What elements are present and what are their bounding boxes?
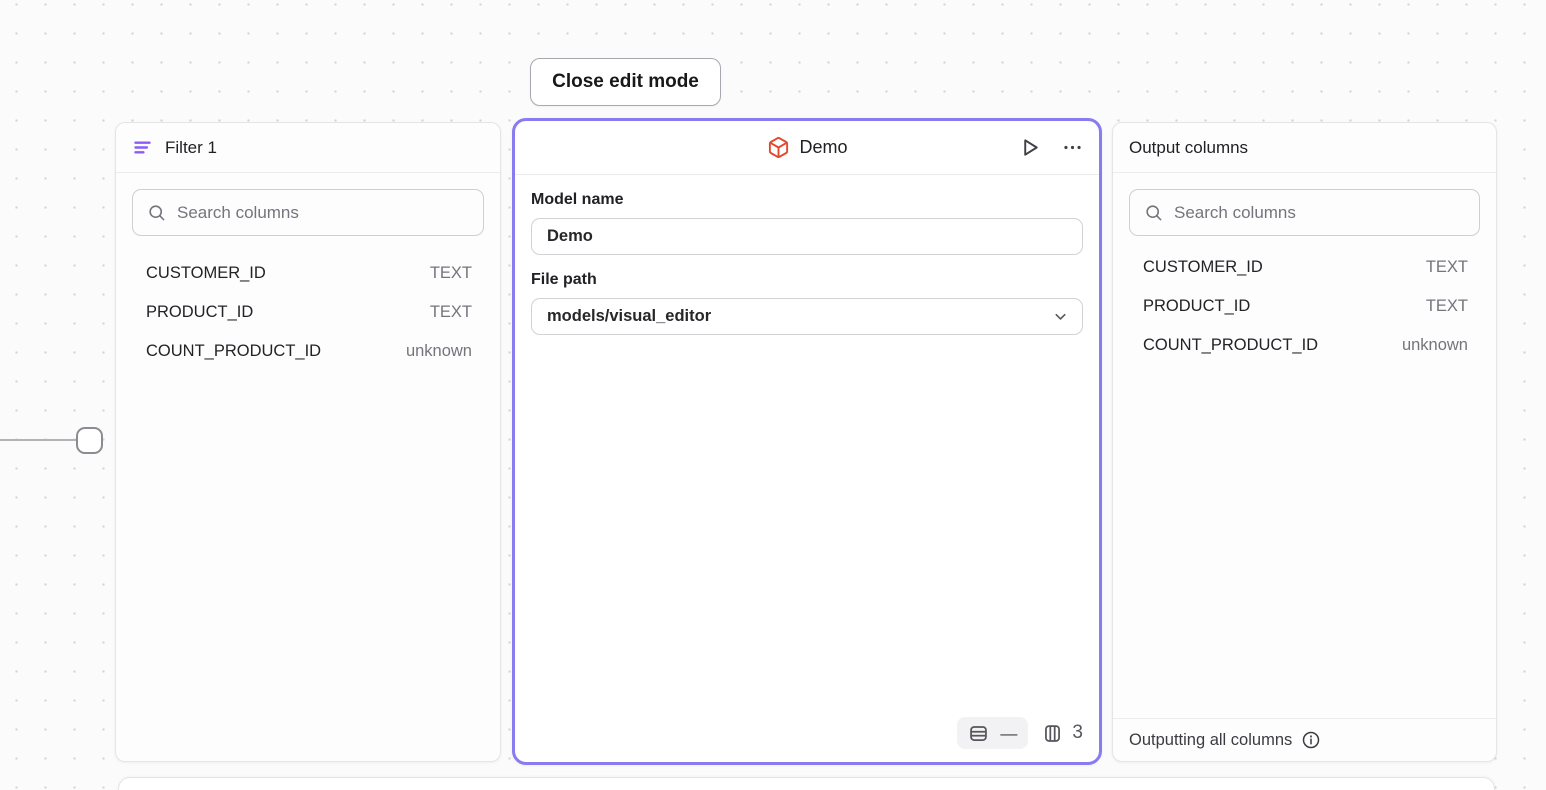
column-name: PRODUCT_ID bbox=[146, 303, 254, 321]
search-icon bbox=[1144, 203, 1163, 222]
output-panel-header: Output columns bbox=[1113, 123, 1496, 173]
row-count-value: — bbox=[1000, 723, 1018, 743]
play-icon bbox=[1019, 136, 1042, 159]
column-type: TEXT bbox=[429, 264, 472, 282]
column-row[interactable]: CUSTOMER_ID TEXT bbox=[132, 254, 484, 293]
columns-icon bbox=[1042, 723, 1063, 744]
column-name: CUSTOMER_ID bbox=[146, 264, 266, 282]
ellipsis-icon bbox=[1062, 137, 1083, 158]
column-row[interactable]: COUNT_PRODUCT_ID unknown bbox=[132, 332, 484, 371]
search-icon bbox=[147, 203, 166, 222]
column-type: TEXT bbox=[1425, 297, 1468, 315]
column-name: COUNT_PRODUCT_ID bbox=[146, 342, 322, 360]
chevron-down-icon bbox=[1052, 308, 1069, 325]
rows-icon bbox=[968, 723, 989, 744]
output-search-box bbox=[1129, 189, 1480, 236]
filter-search-box bbox=[132, 189, 484, 236]
output-panel-title: Output columns bbox=[1129, 137, 1249, 157]
column-count-value: 3 bbox=[1072, 722, 1083, 743]
column-row[interactable]: COUNT_PRODUCT_ID unknown bbox=[1129, 326, 1480, 365]
file-path-select[interactable]: models/visual_editor bbox=[531, 298, 1083, 335]
file-path-value: models/visual_editor bbox=[547, 307, 712, 325]
output-panel-footer: Outputting all columns bbox=[1113, 718, 1496, 761]
filter-panel-header: Filter 1 bbox=[116, 123, 500, 173]
column-row[interactable]: CUSTOMER_ID TEXT bbox=[1129, 248, 1480, 287]
info-icon[interactable] bbox=[1301, 730, 1321, 750]
output-column-list: CUSTOMER_ID TEXT PRODUCT_ID TEXT COUNT_P… bbox=[1129, 248, 1480, 365]
run-model-button[interactable] bbox=[1019, 136, 1042, 159]
connector-edge bbox=[0, 439, 77, 441]
connector-handle[interactable] bbox=[76, 427, 103, 454]
output-columns-panel[interactable]: Output columns CUSTOMER_ID TEXT PRODU bbox=[1112, 122, 1497, 762]
column-row[interactable]: PRODUCT_ID TEXT bbox=[1129, 287, 1480, 326]
column-type: unknown bbox=[405, 342, 472, 360]
filter-icon bbox=[132, 137, 153, 158]
column-type: TEXT bbox=[1425, 258, 1468, 276]
filter-panel-title: Filter 1 bbox=[165, 137, 217, 157]
model-panel-title: Demo bbox=[799, 137, 848, 157]
model-name-label: Model name bbox=[531, 191, 624, 208]
column-name: CUSTOMER_ID bbox=[1143, 258, 1263, 276]
column-count-badge: 3 bbox=[1042, 722, 1083, 744]
column-row[interactable]: PRODUCT_ID TEXT bbox=[132, 293, 484, 332]
more-options-button[interactable] bbox=[1062, 137, 1083, 158]
close-edit-mode-button[interactable]: Close edit mode bbox=[530, 58, 721, 106]
row-count-badge: — bbox=[957, 717, 1029, 749]
filter-column-list: CUSTOMER_ID TEXT PRODUCT_ID TEXT COUNT_P… bbox=[132, 254, 484, 371]
column-name: COUNT_PRODUCT_ID bbox=[1143, 336, 1319, 354]
output-search-input[interactable] bbox=[1174, 202, 1465, 223]
filter-node-panel[interactable]: Filter 1 CUSTOMER_ID TEXT PRODUCT_ID bbox=[115, 122, 501, 762]
column-type: unknown bbox=[1401, 336, 1468, 354]
filter-search-input[interactable] bbox=[177, 202, 469, 223]
model-node-panel[interactable]: Demo bbox=[512, 118, 1102, 765]
file-path-label: File path bbox=[531, 271, 597, 288]
model-name-input[interactable] bbox=[531, 218, 1083, 255]
output-footer-text: Outputting all columns bbox=[1129, 730, 1293, 749]
results-panel[interactable] bbox=[118, 777, 1495, 790]
model-cube-icon bbox=[767, 136, 790, 159]
model-stats-footer: — 3 bbox=[957, 717, 1083, 749]
model-panel-header: Demo bbox=[515, 121, 1099, 175]
column-type: TEXT bbox=[429, 303, 472, 321]
column-name: PRODUCT_ID bbox=[1143, 297, 1251, 315]
